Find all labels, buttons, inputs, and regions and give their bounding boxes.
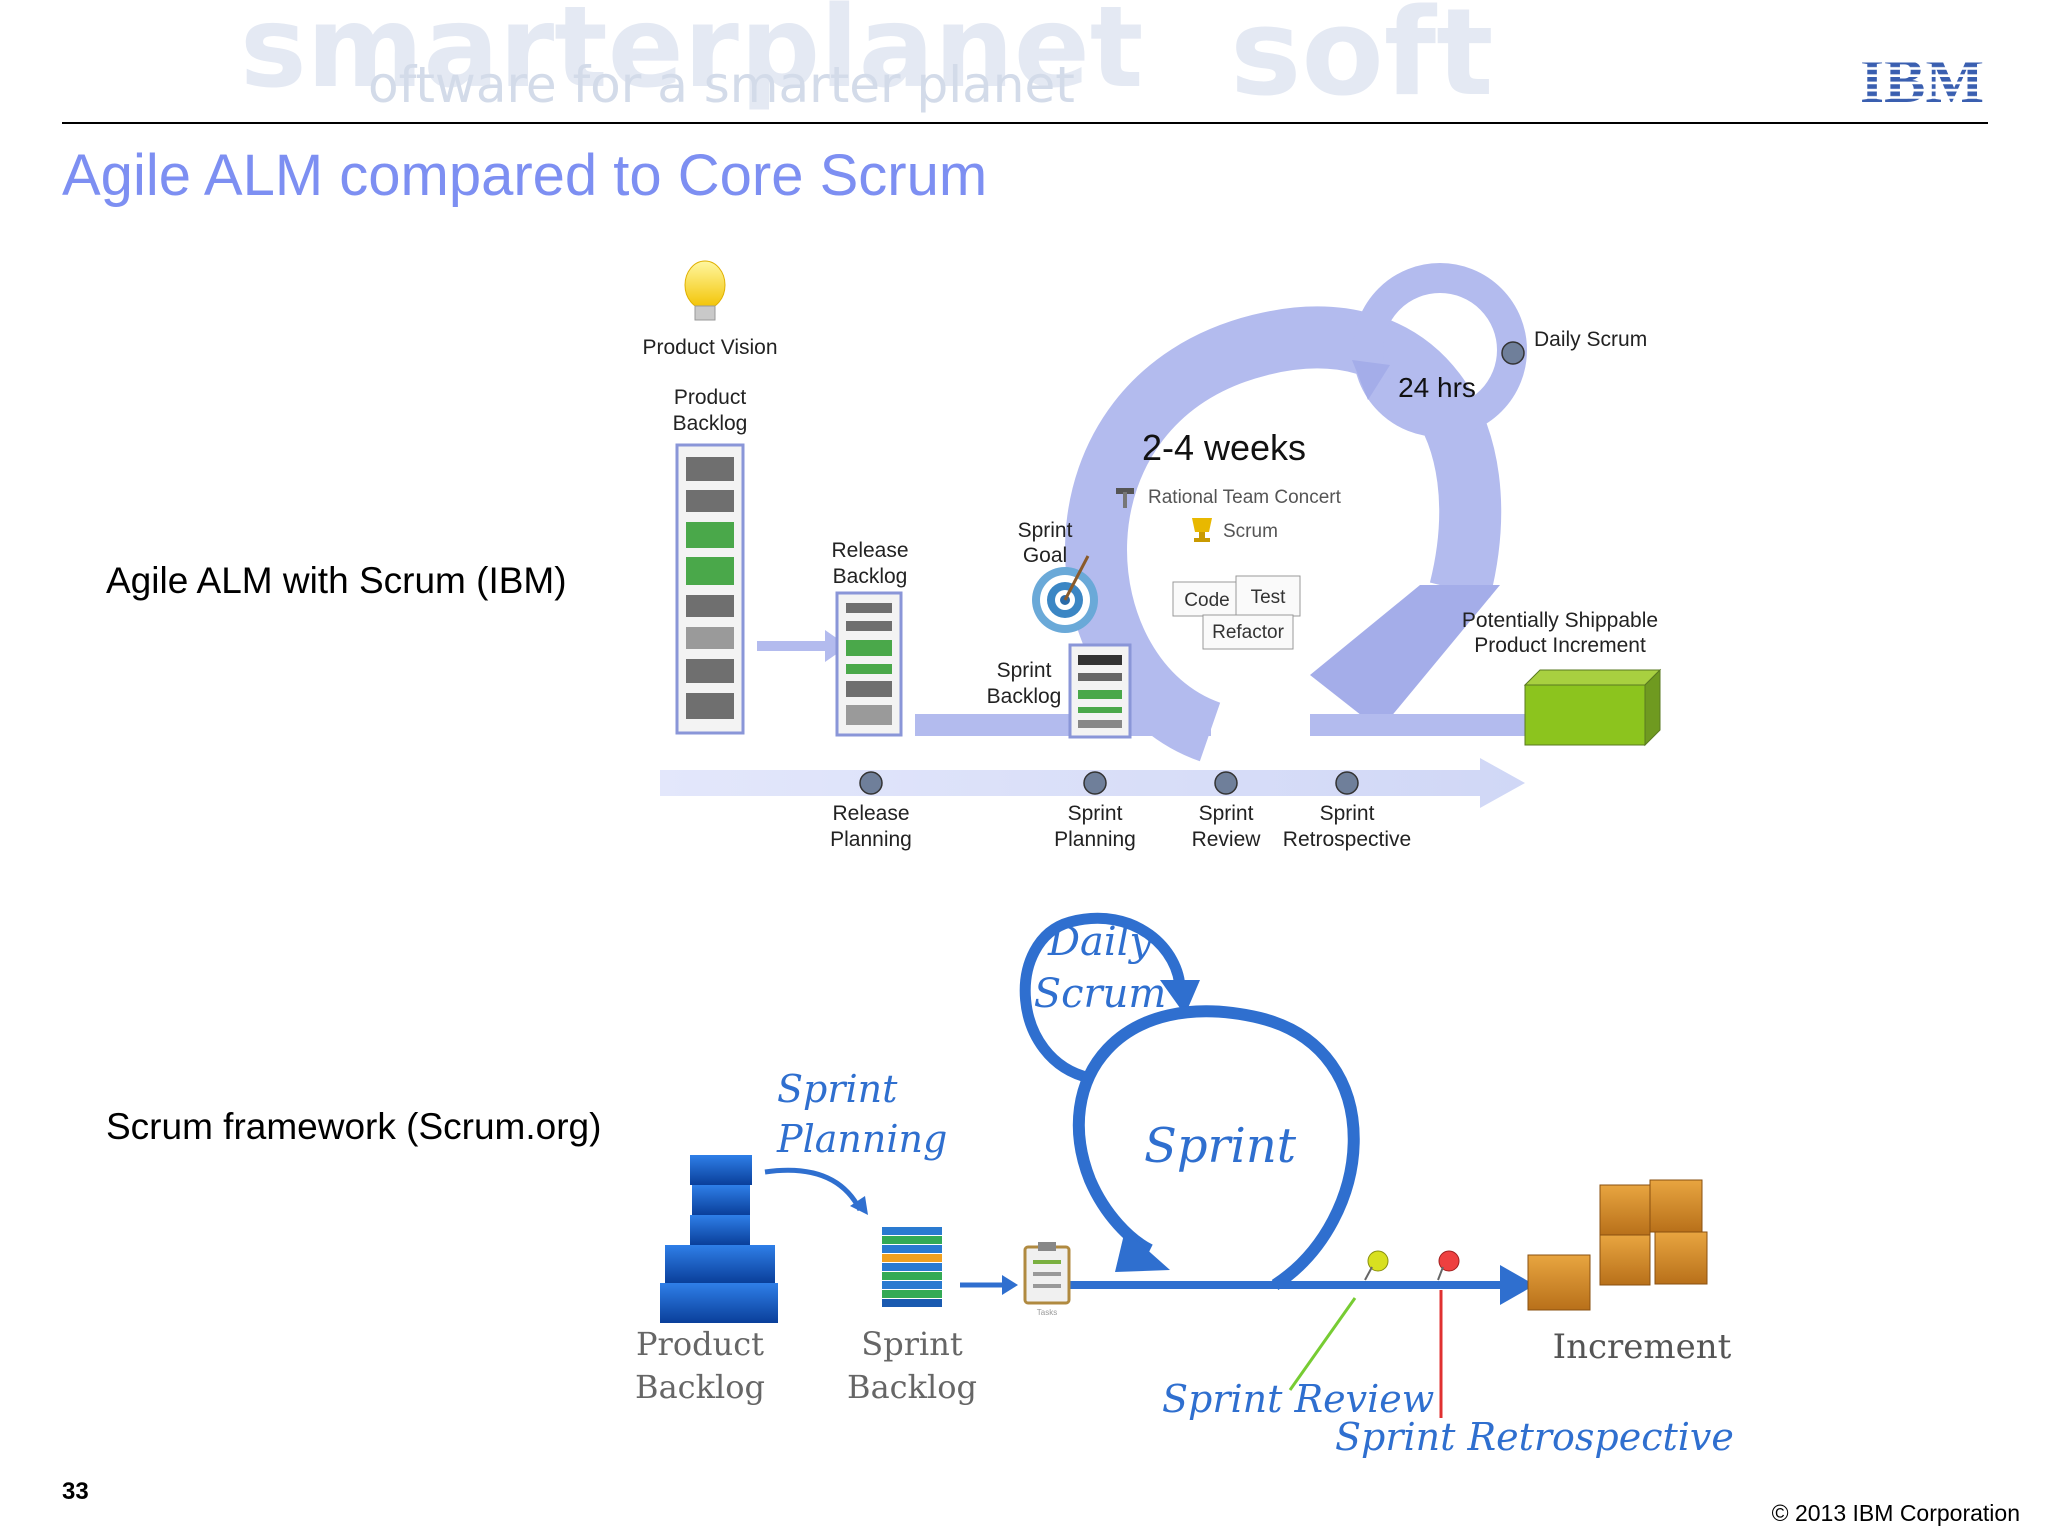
- increment-label-1: Potentially Shippable: [1462, 609, 1658, 632]
- release-backlog-stack: [835, 591, 903, 737]
- milestone-label: Sprint: [1068, 802, 1123, 825]
- release-backlog-label-2: Backlog: [833, 565, 908, 588]
- sprint-backlog-label-1: Sprint: [861, 1325, 963, 1363]
- sprint-goal-label-1: Sprint: [1018, 519, 1073, 542]
- sprint-retrospective-label: Sprint Retrospective: [1335, 1415, 1734, 1459]
- daily-scrum-label: Daily Scrum: [1534, 328, 1647, 351]
- sprint-backlog-label-1: Sprint: [997, 659, 1052, 682]
- milestone-marker-icon: [1083, 771, 1107, 795]
- product-backlog-cubes-icon: [660, 1155, 778, 1323]
- refactor-label: Refactor: [1212, 622, 1284, 643]
- row1-label: Agile ALM with Scrum (IBM): [106, 560, 567, 601]
- milestone-label: Review: [1192, 828, 1262, 851]
- hammer-icon: [1116, 488, 1134, 508]
- milestone-label: Sprint: [1199, 802, 1254, 825]
- product-backlog-label-1: Product: [636, 1325, 764, 1363]
- banner-word-1: smarter: [240, 0, 739, 113]
- page-title: Agile ALM compared to Core Scrum: [62, 143, 988, 208]
- daily-cycle-label: 24 hrs: [1398, 372, 1476, 403]
- milestone-label: Release: [832, 802, 909, 825]
- test-label: Test: [1251, 587, 1287, 608]
- milestone-label: Retrospective: [1283, 828, 1411, 851]
- ibm-logo: IBM: [1852, 48, 1992, 116]
- tasks-label: Tasks: [1037, 1308, 1057, 1317]
- backlog-to-tasks-arrowhead: [1002, 1275, 1018, 1295]
- increment-box-icon: [1523, 668, 1662, 747]
- ibm-agile-diagram: Product Vision Product Backlog Release B…: [620, 260, 1670, 865]
- product-backlog-label-2: Backlog: [635, 1368, 765, 1406]
- sprint-loop: [1072, 1005, 1360, 1291]
- sprint-planning-arrowhead: [850, 1196, 868, 1215]
- flow-bar-1: [915, 714, 1211, 736]
- ibm-logo-text: IBM: [1860, 48, 1984, 106]
- increment-label-2: Product Increment: [1474, 634, 1646, 657]
- milestone-marker-icon: [859, 771, 883, 795]
- row2-label: Scrum framework (Scrum.org): [106, 1106, 602, 1147]
- banner-subtitle: oftware for a smarter planet: [368, 56, 1075, 114]
- sprint-backlog-label-2: Backlog: [987, 685, 1062, 708]
- target-icon: [1032, 555, 1098, 633]
- process-name-label: Scrum: [1223, 521, 1278, 542]
- daily-loop-arrowhead: [1352, 360, 1390, 400]
- sprint-loop-arrowhead: [1115, 1230, 1170, 1272]
- product-backlog-label-1: Product: [674, 386, 747, 409]
- product-backlog-label-2: Backlog: [673, 412, 748, 435]
- header-rule: [62, 122, 1988, 124]
- scrum-org-diagram: Daily Scrum Sprint Sprint Planning Produ…: [620, 880, 1770, 1485]
- sprint-goal-label-2: Goal: [1023, 544, 1067, 567]
- milestone-label: Sprint: [1320, 802, 1375, 825]
- sprint-backlog-stack-icon: [882, 1227, 942, 1307]
- clipboard-icon: [1023, 1242, 1071, 1305]
- sprint-planning-label-2: Planning: [776, 1117, 947, 1161]
- sprint-review-label: Sprint Review: [1162, 1377, 1434, 1421]
- sprint-length-label: 2-4 weeks: [1142, 427, 1306, 468]
- sprint-timeline-arrowhead: [1500, 1265, 1535, 1305]
- daily-scrum-loop: [1019, 912, 1186, 1084]
- milestone-label: Planning: [830, 828, 912, 851]
- page-number: 33: [62, 1478, 89, 1505]
- daily-scrum-label-1: Daily: [1047, 919, 1154, 965]
- flow-arrow-1: [757, 630, 848, 662]
- daily-scrum-label-2: Scrum: [1034, 971, 1167, 1017]
- product-vision-label: Product Vision: [642, 336, 777, 359]
- milestone-marker-icon: [1214, 771, 1238, 795]
- banner-word-3: soft: [1230, 0, 1494, 123]
- sprint-review-pointer: [1288, 1297, 1357, 1391]
- sprint-label: Sprint: [1144, 1118, 1297, 1174]
- sprint-backlog-stack: [1068, 643, 1132, 739]
- retrospective-pushpin-icon: [1437, 1250, 1460, 1281]
- increment-label: Increment: [1553, 1327, 1732, 1367]
- release-backlog-label-1: Release: [831, 539, 908, 562]
- product-backlog-stack: [675, 443, 745, 735]
- increment-boxes-icon: [1527, 1179, 1708, 1311]
- tool-name-label: Rational Team Concert: [1148, 487, 1342, 508]
- banner-word-2: planet: [740, 0, 1144, 113]
- sprint-planning-label-1: Sprint: [777, 1067, 898, 1111]
- milestone-marker-icon: [1335, 771, 1359, 795]
- code-test-refactor-cards: [1172, 575, 1301, 650]
- sprint-loop: [1065, 306, 1502, 762]
- daily-scrum-marker-icon: [1501, 341, 1525, 365]
- header-banner: smarter planet soft oftware for a smarte…: [0, 0, 2048, 125]
- review-pushpin-icon: [1364, 1250, 1389, 1281]
- copyright: © 2013 IBM Corporation: [1771, 1500, 2020, 1526]
- flow-bar-2: [1310, 714, 1565, 736]
- sprint-planning-arrow: [764, 1167, 863, 1212]
- sprint-loop-arrowhead: [1310, 585, 1500, 730]
- lightbulb-icon: [684, 260, 726, 321]
- code-label: Code: [1184, 590, 1229, 611]
- trophy-icon: [1192, 518, 1212, 542]
- milestone-label: Planning: [1054, 828, 1136, 851]
- daily-scrum-arrowhead: [1160, 980, 1200, 1015]
- sprint-backlog-label-2: Backlog: [847, 1368, 977, 1406]
